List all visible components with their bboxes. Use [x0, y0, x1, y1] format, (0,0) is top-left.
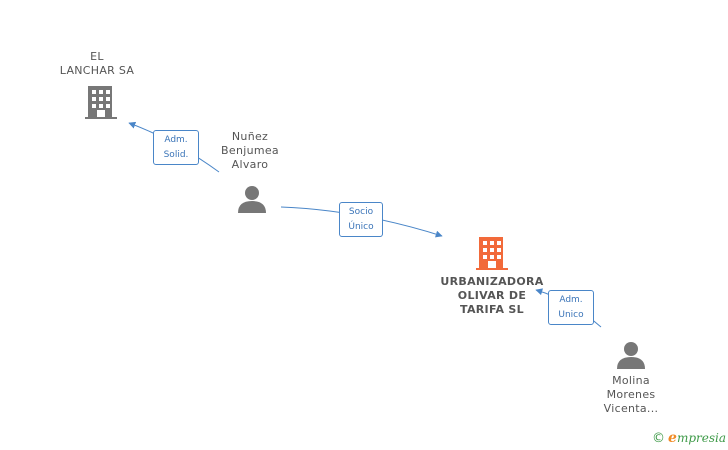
- person-icon[interactable]: [237, 184, 267, 214]
- node-label-line: Morenes: [606, 388, 656, 401]
- node-label-line: Molina: [612, 374, 650, 387]
- edge-label-adm-solid[interactable]: Adm. Solid.: [153, 130, 199, 165]
- node-label-line: Benjumea: [221, 144, 279, 157]
- node-label-line: EL: [90, 50, 104, 63]
- person-icon[interactable]: [616, 340, 646, 370]
- edge-label-socio-unico[interactable]: Socio Único: [339, 202, 383, 237]
- node-label-line: URBANIZADORA: [440, 275, 544, 288]
- brand-name: mpresia: [676, 431, 726, 445]
- node-label-line: Alvaro: [231, 158, 269, 171]
- node-label-urbanizadora: URBANIZADORA OLIVAR DE TARIFA SL: [432, 275, 552, 317]
- edge-label-adm-unico[interactable]: Adm. Unico: [548, 290, 594, 325]
- empresia-watermark: © empresia: [652, 430, 726, 446]
- brand-initial: e: [668, 430, 677, 446]
- edge-label-line: Único: [348, 222, 374, 232]
- node-label-line: LANCHAR SA: [59, 64, 135, 77]
- node-label-el-lanchar: EL LANCHAR SA: [50, 50, 144, 78]
- edge-label-line: Adm.: [559, 295, 583, 305]
- node-label-line: TARIFA SL: [460, 303, 524, 316]
- node-label-molina: Molina Morenes Vicenta...: [589, 374, 673, 416]
- node-label-nunez: Nuñez Benjumea Alvaro: [210, 130, 290, 172]
- building-icon[interactable]: [84, 84, 118, 120]
- copyright-symbol: ©: [652, 430, 666, 446]
- node-label-line: Nuñez: [231, 130, 269, 143]
- edge-label-line: Unico: [558, 310, 584, 320]
- building-icon[interactable]: [475, 235, 509, 271]
- node-label-line: OLIVAR DE: [457, 289, 527, 302]
- node-label-line: Vicenta...: [603, 402, 659, 415]
- edge-label-line: Socio: [348, 207, 374, 217]
- brand-logo: empresia: [668, 430, 726, 446]
- edge-label-line: Adm.: [164, 135, 188, 145]
- edge-label-line: Solid.: [163, 150, 189, 160]
